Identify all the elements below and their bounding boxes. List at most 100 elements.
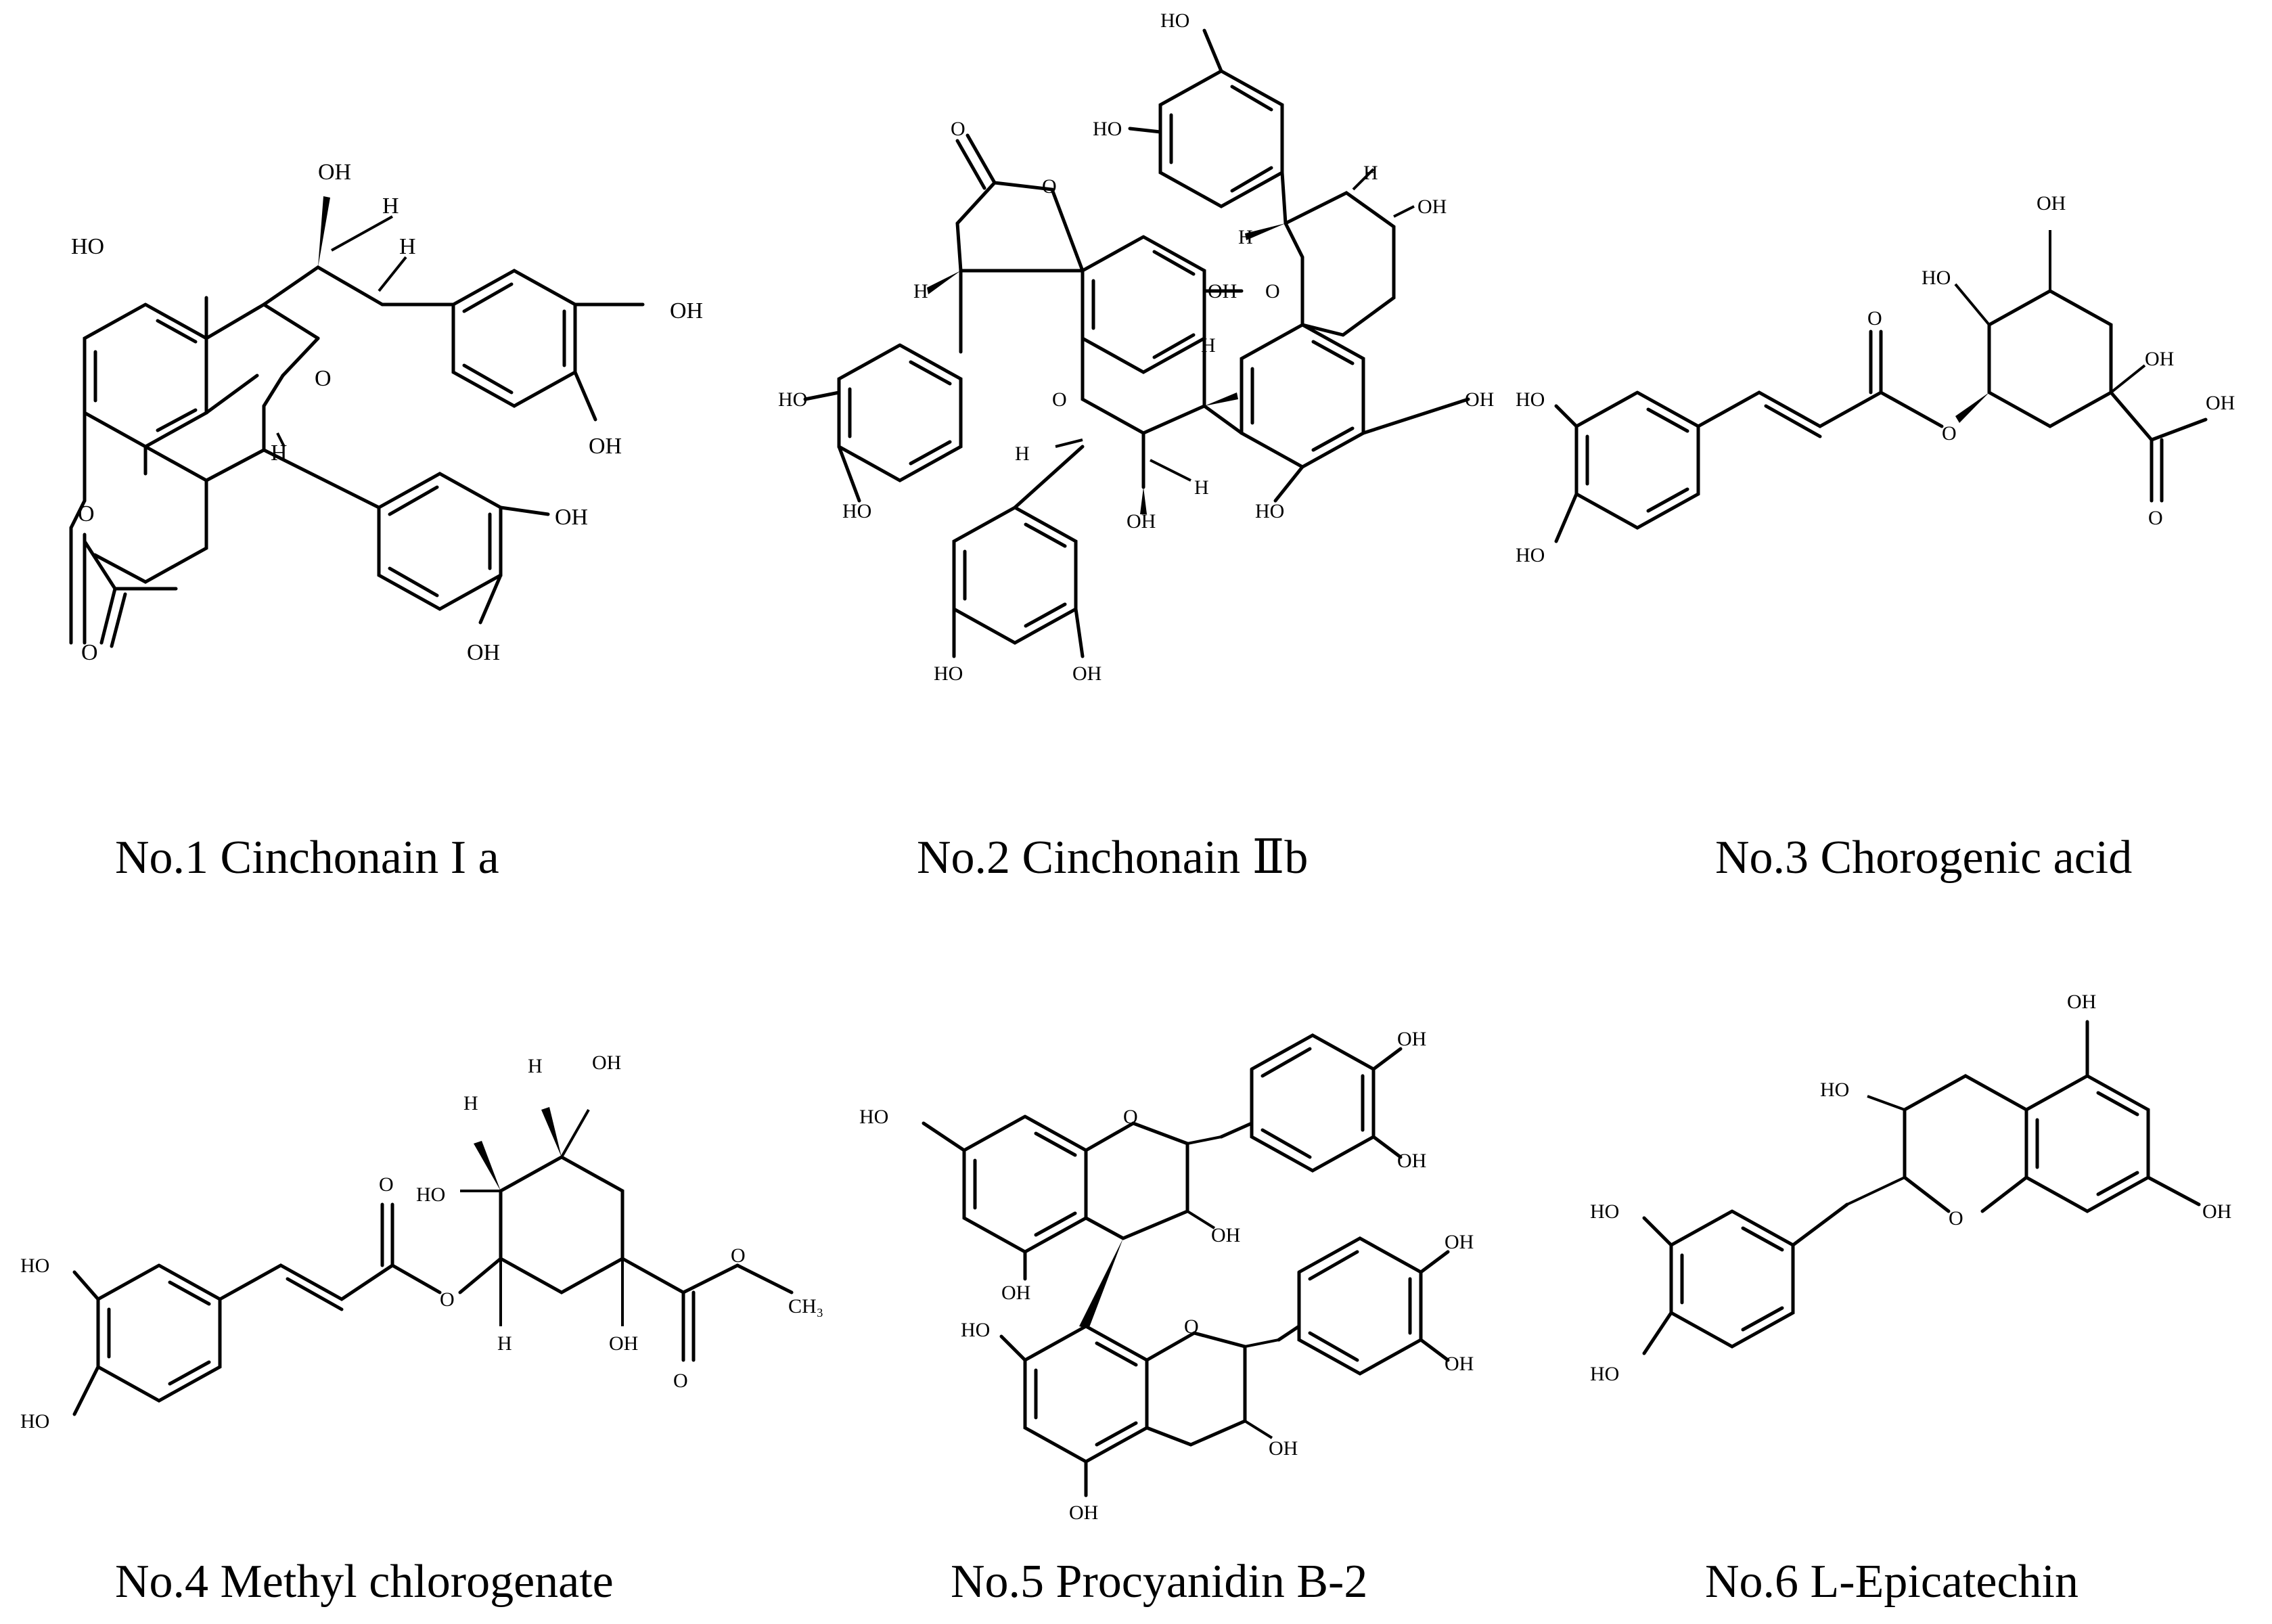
atom-label: OH bbox=[1069, 1502, 1098, 1524]
atom-label: OH bbox=[592, 1052, 621, 1074]
ring-b bbox=[1669, 1209, 1795, 1349]
atom-label: O bbox=[315, 366, 332, 391]
ring-central-a bbox=[1081, 235, 1206, 374]
atom-label: H bbox=[913, 280, 928, 302]
atom-label: OH bbox=[1269, 1437, 1298, 1460]
ring-lower-b bbox=[1297, 1236, 1423, 1376]
atom-label: H bbox=[497, 1332, 512, 1355]
atom-label: HO bbox=[859, 1106, 888, 1128]
ring-b-lower bbox=[377, 472, 503, 611]
ring-quinic bbox=[499, 1155, 624, 1294]
ring-b-upper bbox=[451, 269, 577, 408]
atom-label: H bbox=[1201, 334, 1216, 357]
atom-label: O bbox=[673, 1370, 688, 1392]
atom-label: HO bbox=[778, 388, 807, 411]
atom-label: OH bbox=[1072, 662, 1101, 685]
atom-label: HO bbox=[71, 234, 104, 259]
atom-label: HO bbox=[416, 1183, 445, 1206]
atom-label: O bbox=[1052, 388, 1067, 411]
atom-label: H bbox=[1194, 476, 1209, 499]
atom-label: HO bbox=[934, 662, 963, 685]
atom-label: OH bbox=[1465, 388, 1494, 411]
caption-compound-5: No.5 Procyanidin B-2 bbox=[951, 1556, 1367, 1608]
atom-label: OH bbox=[670, 298, 703, 323]
atom-label: HO bbox=[1516, 388, 1545, 411]
atom-label: OH bbox=[589, 434, 622, 459]
atom-label: H bbox=[1363, 162, 1378, 184]
structure-procyanidin-b2: HO O OH OH OH OH HO O OH OH OH OH bbox=[859, 1028, 1474, 1524]
atom-label: HO bbox=[20, 1255, 49, 1277]
caption-compound-4: No.4 Methyl chlorogenate bbox=[115, 1556, 614, 1608]
atom-label: OH bbox=[2037, 192, 2066, 215]
atom-label: OH bbox=[555, 505, 588, 530]
ring-caffeoyl bbox=[1574, 390, 1700, 530]
atom-label: O bbox=[2148, 507, 2163, 529]
atom-label: OH bbox=[1001, 1282, 1030, 1304]
atom-label: O bbox=[1123, 1106, 1138, 1128]
atom-label: HO bbox=[842, 500, 871, 522]
atom-label: O bbox=[1184, 1315, 1199, 1338]
ring-a bbox=[2024, 1074, 2150, 1213]
atom-label: OH bbox=[1445, 1353, 1474, 1375]
atom-label: O bbox=[1042, 175, 1057, 198]
atom-label: OH bbox=[1417, 196, 1447, 218]
atom-label: O bbox=[379, 1173, 394, 1196]
atom-label: OH bbox=[1127, 510, 1156, 533]
atom-label: O bbox=[1265, 280, 1280, 302]
atom-label: HO bbox=[1255, 500, 1284, 522]
atom-label: O bbox=[81, 640, 98, 665]
atom-label: HO bbox=[1590, 1200, 1619, 1223]
ring-quinic bbox=[1987, 289, 2113, 428]
ring-bottom-catechol bbox=[952, 505, 1078, 645]
ring-top-catechol bbox=[1158, 69, 1284, 208]
atom-label: HO bbox=[961, 1319, 990, 1341]
atom-label: O bbox=[951, 118, 965, 140]
atom-label: OH bbox=[1208, 280, 1237, 302]
atom-label: OH bbox=[1211, 1224, 1240, 1246]
atom-label: HO bbox=[1590, 1363, 1619, 1385]
caption-compound-1: No.1 Cinchonain I a bbox=[115, 832, 499, 884]
atom-label: OH bbox=[1397, 1028, 1426, 1050]
ring-lower-a bbox=[1023, 1324, 1149, 1464]
atom-label: O bbox=[1949, 1207, 1963, 1230]
structure-chlorogenic-acid: HO HO O O HO OH OH OH O bbox=[1516, 192, 2235, 566]
atom-label: H bbox=[463, 1092, 478, 1114]
atom-label: O bbox=[78, 501, 95, 526]
structure-cinchonain-iib: HO HO O O H OH H O OH H H HO OH O H H HO… bbox=[778, 9, 1494, 685]
atom-label: OH bbox=[2145, 348, 2174, 370]
atom-label: H bbox=[1015, 443, 1030, 465]
atom-label: OH bbox=[609, 1332, 638, 1355]
atom-label: OH bbox=[2206, 392, 2235, 414]
ring-caffeoyl bbox=[96, 1263, 222, 1403]
atom-label: H bbox=[271, 441, 288, 466]
caption-compound-2: No.2 Cinchonain Ⅱb bbox=[917, 832, 1308, 884]
atom-label: O bbox=[1942, 422, 1957, 445]
atom-label: CH₃ bbox=[788, 1295, 823, 1317]
atom-label: HO bbox=[20, 1410, 49, 1433]
atom-label: OH bbox=[318, 160, 351, 185]
ring-left-catechol bbox=[837, 343, 963, 482]
atom-label: OH bbox=[2202, 1200, 2231, 1223]
ring-a bbox=[83, 302, 208, 449]
atom-label: HO bbox=[1922, 267, 1951, 289]
atom-label: HO bbox=[1160, 9, 1189, 32]
atom-label: H bbox=[399, 234, 416, 259]
atom-label: H bbox=[382, 194, 399, 219]
ring-upper-a bbox=[962, 1114, 1088, 1254]
structure-cinchonain-ia: HO OH H H O OH OH H OH OH O O bbox=[69, 160, 703, 665]
atom-label: OH bbox=[1445, 1231, 1474, 1253]
structure-l-epicatechin: OH HO O OH HO HO bbox=[1590, 991, 2231, 1385]
ring-upper-b bbox=[1250, 1033, 1376, 1173]
atom-label: HO bbox=[1093, 118, 1122, 140]
ring-right-a bbox=[1240, 323, 1365, 469]
atom-label: HO bbox=[1516, 544, 1545, 566]
atom-label: O bbox=[1867, 307, 1882, 330]
atom-label: OH bbox=[2067, 991, 2096, 1013]
atom-label: H bbox=[528, 1055, 543, 1077]
caption-compound-6: No.6 L-Epicatechin bbox=[1705, 1556, 2078, 1608]
atom-label: O bbox=[731, 1244, 746, 1267]
atom-label: OH bbox=[1397, 1150, 1426, 1172]
atom-label: H bbox=[1238, 226, 1253, 248]
atom-label: O bbox=[440, 1288, 455, 1311]
